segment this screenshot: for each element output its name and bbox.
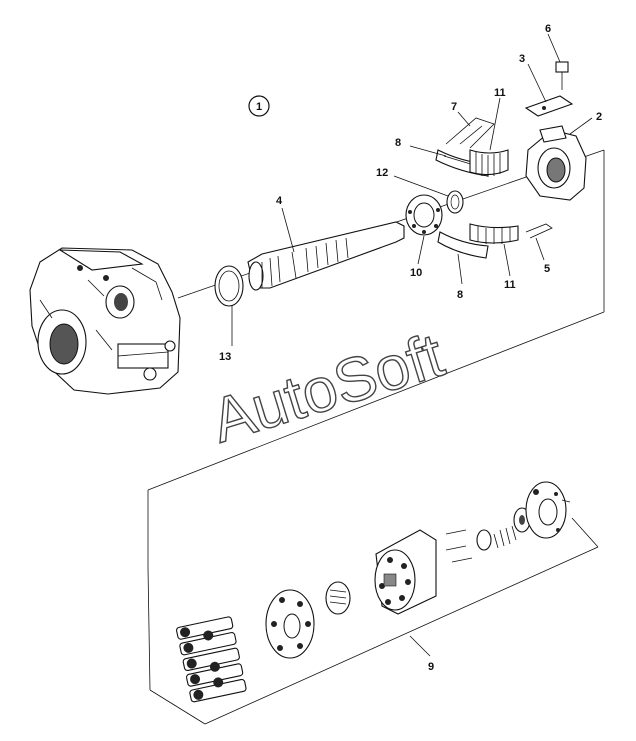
watermark: AutoSoft	[203, 320, 452, 457]
bearing-shell-8-lower	[437, 231, 489, 259]
callout-8-upper: 8	[395, 137, 401, 149]
roller-cage-11-upper	[469, 149, 509, 177]
group-marker: 1	[248, 95, 270, 117]
plate-3	[524, 95, 574, 117]
callout-4: 4	[276, 195, 283, 207]
clip-5	[525, 223, 553, 239]
callout-13: 13	[219, 351, 231, 363]
retaining-plate	[265, 589, 315, 659]
pins	[445, 529, 473, 563]
callout-labels: 6 3 2 7 11 8 12 4 10 8 11 5 13 9	[219, 23, 602, 673]
callout-6: 6	[545, 23, 551, 35]
callout-11-upper: 11	[494, 87, 506, 99]
callout-3: 3	[519, 53, 525, 65]
drive-shaft-4	[247, 221, 405, 291]
o-ring	[476, 529, 492, 551]
piston-set	[176, 616, 247, 703]
watermark-text: AutoSoft	[204, 321, 452, 457]
callout-5: 5	[544, 263, 550, 275]
snap-ring-13	[214, 265, 244, 307]
callout-11-lower: 11	[504, 279, 516, 291]
roller-cage-11-lower	[469, 223, 519, 244]
shim-ring-12	[446, 190, 464, 214]
callout-10: 10	[410, 267, 422, 279]
callout-9: 9	[428, 661, 434, 673]
clip-7	[445, 117, 495, 149]
spherical-guide	[325, 581, 351, 615]
swash-plate-2	[525, 125, 587, 201]
callout-7: 7	[451, 101, 457, 113]
valve-plate	[525, 481, 571, 539]
callout-2: 2	[596, 111, 602, 123]
cylinder-block	[374, 529, 437, 615]
leader-lines	[231, 33, 593, 657]
callout-12: 12	[376, 167, 388, 179]
group-number: 1	[256, 101, 262, 113]
spring-stack	[493, 507, 531, 549]
bearing-10	[405, 194, 443, 236]
screw-6	[555, 61, 569, 90]
pump-housing	[29, 247, 181, 395]
callout-8-lower: 8	[457, 289, 463, 301]
